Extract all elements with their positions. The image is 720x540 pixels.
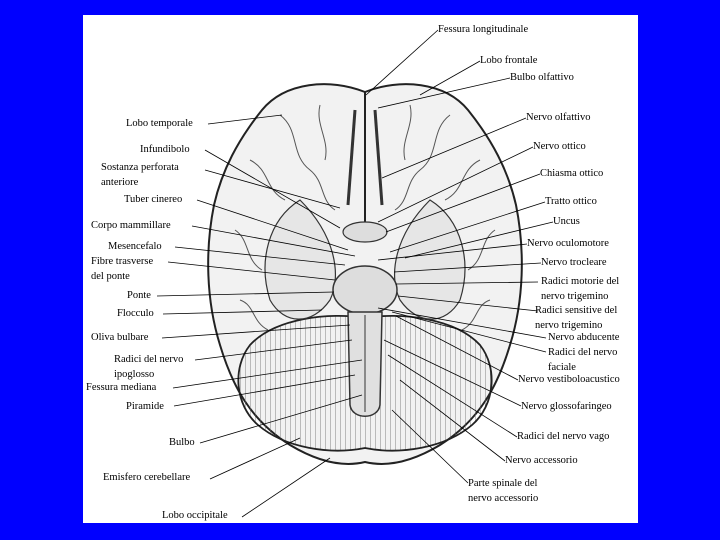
label-radici-ipoglosso-cont: ipoglosso xyxy=(114,369,155,380)
leader-lines xyxy=(156,29,554,518)
pons xyxy=(332,265,398,315)
label-parte-spinale: Parte spinale del xyxy=(468,478,538,489)
label-fibre-trasverse: Fibre trasverse xyxy=(91,256,154,267)
label-tratto-ottico: Tratto ottico xyxy=(545,196,597,207)
label-nervo-trocleare: Nervo trocleare xyxy=(541,257,607,268)
label-fessura-longitudinale: Fessura longitudinale xyxy=(438,24,529,35)
label-sostanza-perforata: Sostanza perforata xyxy=(101,162,179,173)
optic-chiasm xyxy=(342,221,388,243)
label-radici-facciale-cont: faciale xyxy=(548,362,576,373)
label-uncus: Uncus xyxy=(553,216,580,227)
label-radici-nervo-vago: Radici del nervo vago xyxy=(517,431,610,442)
gyri-pattern xyxy=(234,104,496,331)
olfactory-tract-right xyxy=(373,109,384,206)
label-radici-ipoglosso: Radici del nervo xyxy=(114,354,184,365)
temporal-lobe-right xyxy=(394,199,466,320)
label-nervo-accessorio: Nervo accessorio xyxy=(505,455,578,466)
label-piramide: Piramide xyxy=(126,401,164,412)
label-bulbo-olfattivo: Bulbo olfattivo xyxy=(510,72,574,83)
label-nervo-glossofaringeo: Nervo glossofaringeo xyxy=(521,401,612,412)
label-radici-motorie: Radici motorie del xyxy=(541,276,620,287)
label-fibre-trasverse-cont: del ponte xyxy=(91,271,130,282)
label-radici-motorie-cont: nervo trigemino xyxy=(541,291,609,302)
label-bulbo: Bulbo xyxy=(169,437,195,448)
label-sostanza-perforata-cont: anteriore xyxy=(101,177,139,188)
label-mesencefalo: Mesencefalo xyxy=(108,241,162,252)
label-nervo-olfattivo: Nervo olfattivo xyxy=(526,112,591,123)
label-nervo-oculomotore: Nervo oculomotore xyxy=(527,238,609,249)
label-lobo-occipitale: Lobo occipitale xyxy=(162,510,228,521)
label-flocculo: Flocculo xyxy=(117,308,154,319)
label-radici-sensitive-cont: nervo trigemino xyxy=(535,320,603,331)
label-oliva-bulbare: Oliva bulbare xyxy=(91,332,149,343)
label-parte-spinale-cont: nervo accessorio xyxy=(468,493,539,504)
label-nervo-ottico: Nervo ottico xyxy=(533,141,586,152)
label-lobo-temporale: Lobo temporale xyxy=(126,118,193,129)
label-nervo-abducente: Nervo abducente xyxy=(548,332,620,343)
olfactory-tract-left xyxy=(346,109,357,206)
label-infundibolo: Infundibolo xyxy=(140,144,190,155)
label-radici-facciale: Radici del nervo xyxy=(548,347,618,358)
label-emisfero-cerebellare: Emisfero cerebellare xyxy=(103,472,191,483)
label-radici-sensitive: Radici sensitive del xyxy=(535,305,618,316)
label-ponte: Ponte xyxy=(127,290,151,301)
label-nervo-vestiboloacustico: Nervo vestiboloacustico xyxy=(518,374,620,385)
label-tuber-cinereo: Tuber cinereo xyxy=(124,194,183,205)
label-lobo-frontale: Lobo frontale xyxy=(480,55,538,66)
label-chiasma-ottico: Chiasma ottico xyxy=(540,168,604,179)
label-corpo-mammillare: Corpo mammillare xyxy=(91,220,171,231)
label-fessura-mediana: Fessura mediana xyxy=(86,382,157,393)
